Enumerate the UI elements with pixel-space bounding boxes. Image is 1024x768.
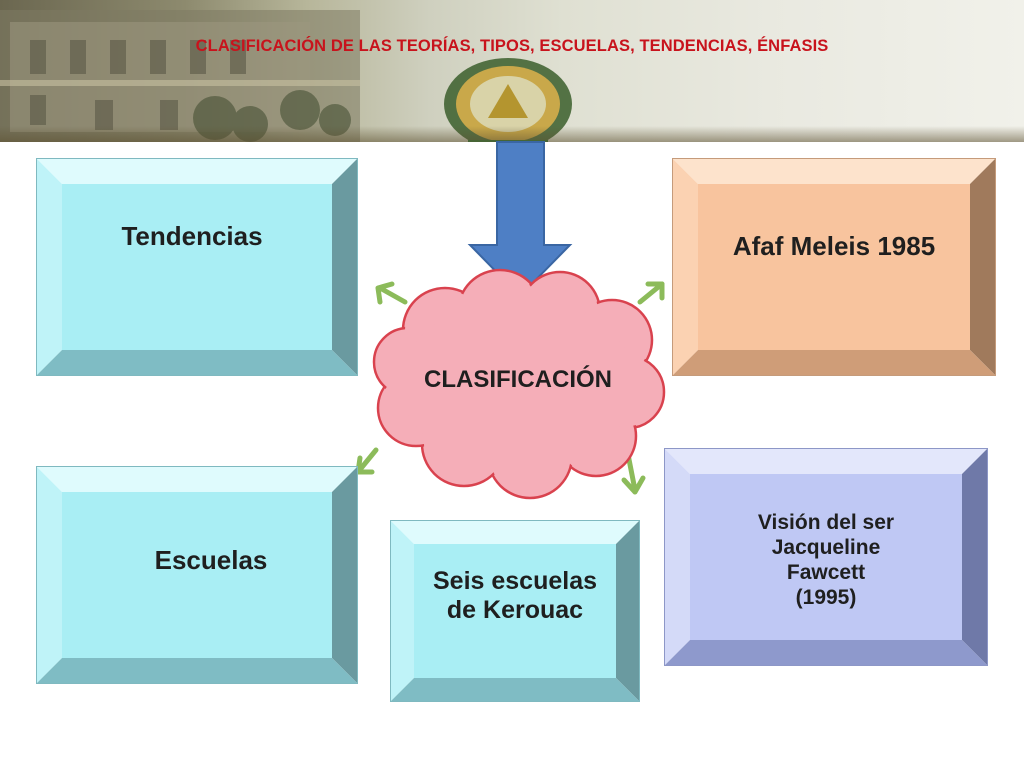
box-meleis: Afaf Meleis 1985	[672, 158, 996, 376]
kerouac-line-1: Seis escuelas	[432, 566, 597, 595]
header-banner: CLASIFICACIÓN DE LAS TEORÍAS, TIPOS, ESC…	[0, 0, 1024, 142]
box-tendencias: Tendencias	[36, 158, 358, 376]
classification-label: CLASIFICACIÓN	[424, 366, 612, 393]
page-title: CLASIFICACIÓN DE LAS TEORÍAS, TIPOS, ESC…	[195, 37, 829, 55]
tendencias-label: Tendencias	[121, 220, 263, 251]
fawcett-line-2: Jacqueline	[771, 536, 881, 560]
box-escuelas: Escuelas	[36, 466, 358, 684]
meleis-label: Afaf Meleis 1985	[732, 230, 936, 261]
escuelas-label: Escuelas	[154, 544, 268, 575]
fawcett-label: Visión del ser Jacqueline Fawcett (1995)	[690, 496, 962, 626]
fawcett-line-4: (1995)	[795, 585, 857, 609]
building-photo	[0, 10, 572, 142]
arrow-to-escuelas-icon	[355, 447, 379, 475]
box-kerouac: Seis escuelas de Kerouac	[390, 520, 640, 702]
box-fawcett: Visión del ser Jacqueline Fawcett (1995)	[664, 448, 988, 666]
kerouac-line-2: de Kerouac	[446, 596, 584, 624]
down-arrow-icon	[467, 141, 573, 298]
fawcett-line-3: Fawcett	[786, 561, 866, 584]
fawcett-line-1: Visión del ser	[757, 511, 895, 535]
arrow-to-meleis-icon	[637, 281, 665, 305]
kerouac-label: Seis escuelas de Kerouac	[414, 556, 616, 636]
arrow-to-tendencias-icon	[375, 281, 408, 305]
